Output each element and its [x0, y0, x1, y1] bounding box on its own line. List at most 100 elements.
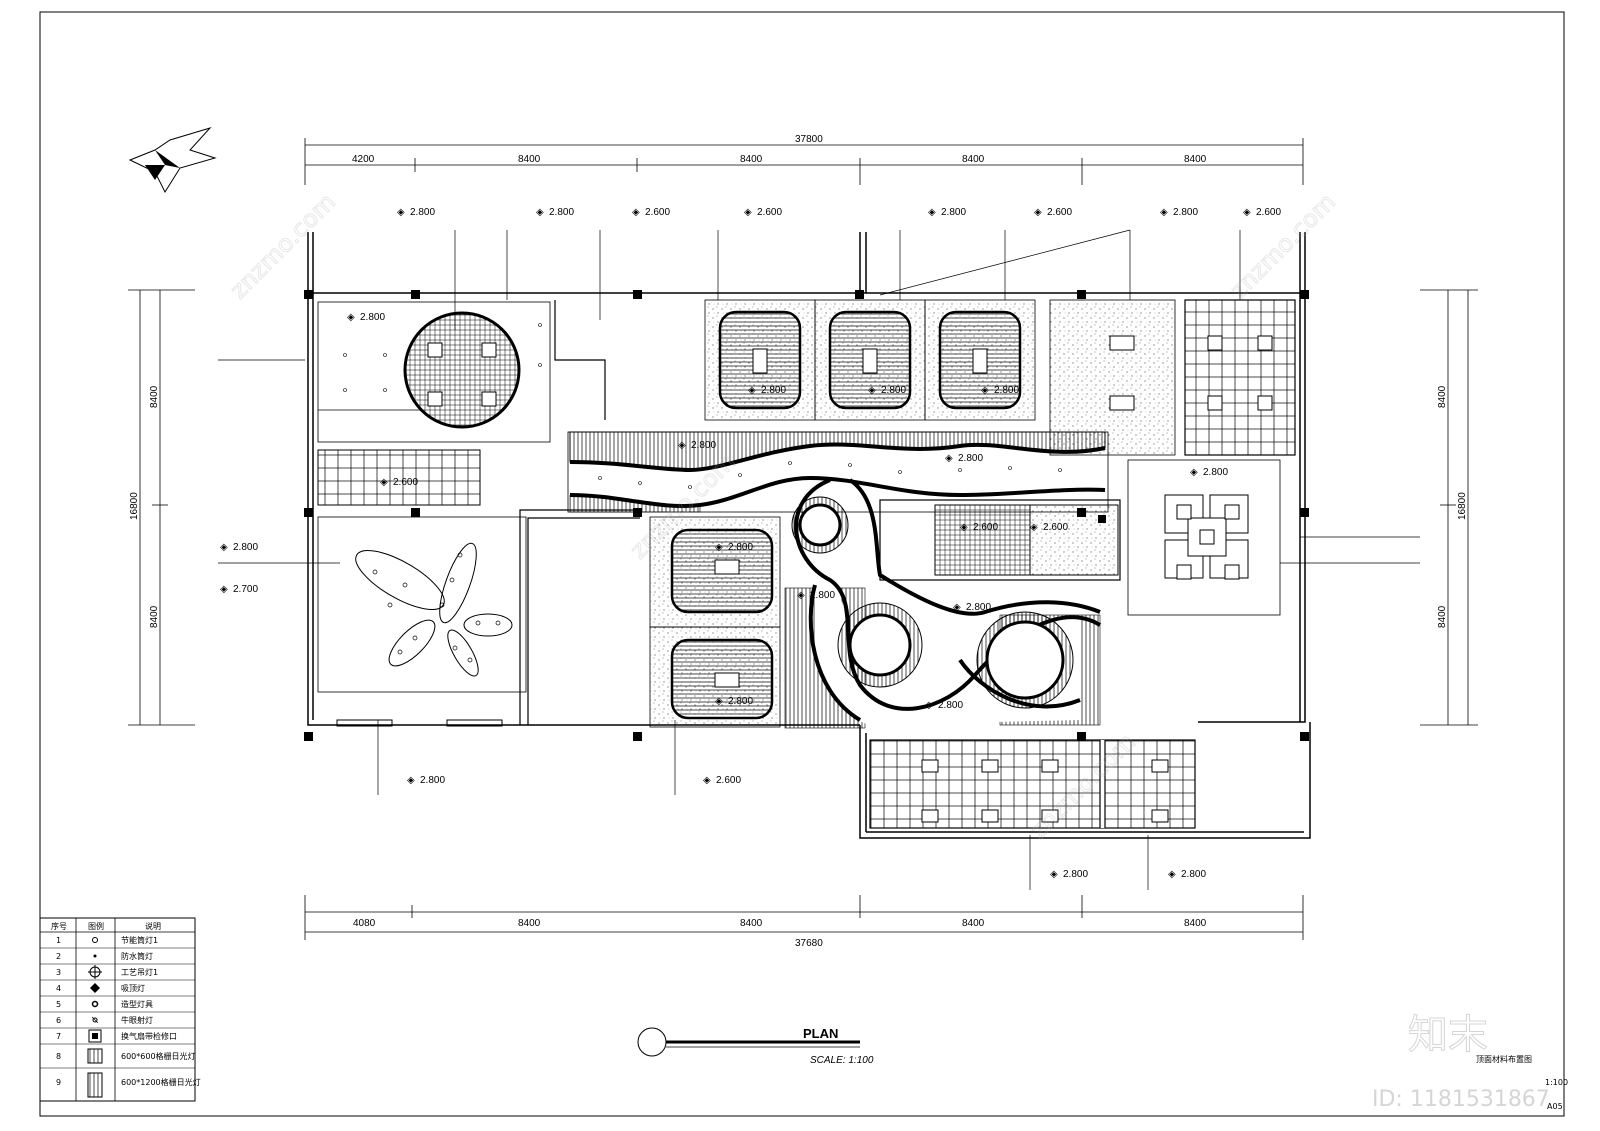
grid-ceiling-bottom: [869, 739, 1196, 829]
height-tag-bottom-2: ◈ 2.600: [703, 775, 741, 786]
svg-text:◈: ◈: [715, 542, 723, 553]
right-dim-2: 8400: [1437, 605, 1448, 628]
legend-row-desc: 600*600格栅日光灯: [121, 1051, 196, 1061]
scale-small: 1:100: [1545, 1078, 1568, 1087]
legend-row-desc: 600*1200格栅日光灯: [121, 1077, 201, 1087]
legend-row-no: 5: [56, 1000, 61, 1009]
height-tag-top-7: ◈ 2.800: [1160, 207, 1198, 218]
legend-row-no: 2: [56, 952, 61, 961]
svg-text:2.800: 2.800: [1063, 869, 1088, 880]
svg-text:◈: ◈: [925, 700, 933, 711]
grid-ceiling-left: [317, 449, 481, 506]
svg-text:◈: ◈: [928, 207, 936, 218]
watermark-site: znzmo.com: [1224, 188, 1341, 305]
room-round-ceiling: [317, 301, 551, 443]
right-dim-1: 8400: [1437, 385, 1448, 408]
exhaust-fan-icon: [88, 1029, 102, 1043]
left-total-dim: 16800: [129, 492, 140, 520]
room-stair: [879, 499, 1121, 581]
svg-text:2.800: 2.800: [233, 542, 258, 553]
bottom-dim-2: 8400: [518, 918, 541, 929]
height-tag-left-2: ◈ 2.700: [220, 584, 258, 595]
legend-row-no: 1: [56, 936, 61, 945]
svg-text:2.800: 2.800: [941, 207, 966, 218]
svg-text:2.800: 2.800: [549, 207, 574, 218]
height-tag-inner-11: ◈ 2.800: [797, 590, 835, 601]
svg-text:◈: ◈: [1034, 207, 1042, 218]
bottom-dim-3: 8400: [740, 918, 763, 929]
svg-text:2.800: 2.800: [410, 207, 435, 218]
svg-text:2.800: 2.800: [938, 700, 963, 711]
svg-text:◈: ◈: [380, 477, 388, 488]
pendant-lamp-icon: [88, 965, 102, 979]
north-arrow-icon: [128, 127, 217, 194]
waterproof-downlight-icon: [93, 954, 97, 958]
height-tag-inner-3: ◈ 2.800: [868, 385, 906, 396]
rooms-top-speckled: [704, 299, 1036, 421]
bottom-dim-4: 8400: [962, 918, 985, 929]
svg-text:◈: ◈: [1190, 467, 1198, 478]
svg-text:2.800: 2.800: [810, 590, 835, 601]
spotlight-icon: [91, 1016, 99, 1024]
legend-row-no: 6: [56, 1016, 61, 1025]
svg-text:◈: ◈: [703, 775, 711, 786]
height-tag-inner-8: ◈ 2.600: [1030, 522, 1068, 533]
bottom-dim-5: 8400: [1184, 918, 1207, 929]
downlight-icon: [92, 937, 98, 943]
svg-text:◈: ◈: [953, 602, 961, 613]
legend-row-no: 7: [56, 1032, 61, 1041]
svg-text:◈: ◈: [632, 207, 640, 218]
height-tag-bottom-1: ◈ 2.800: [407, 775, 445, 786]
watermark-site: znzmo.com: [224, 188, 341, 305]
legend-header-no: 序号: [51, 921, 67, 931]
svg-text:2.600: 2.600: [393, 477, 418, 488]
svg-text:2.800: 2.800: [728, 542, 753, 553]
left-dimension-chain: 16800 8400 8400: [128, 289, 195, 726]
legend-row-desc: 吸顶灯: [121, 983, 145, 993]
bottom-dimension-chain: 4080 8400 8400 8400 8400 37680: [304, 895, 1304, 949]
legend-row-no: 4: [56, 984, 61, 993]
structural-columns: [304, 290, 1309, 741]
height-tag-inner-2: ◈ 2.800: [748, 385, 786, 396]
svg-text:◈: ◈: [981, 385, 989, 396]
room-speckled-right: [1049, 299, 1176, 456]
legend-row-desc: 换气扇带检修口: [121, 1031, 177, 1041]
rooms-middle-speckled: [649, 516, 781, 728]
right-dimension-chain: 8400 8400 16800: [1420, 289, 1478, 726]
svg-text:2.600: 2.600: [645, 207, 670, 218]
svg-text:◈: ◈: [797, 590, 805, 601]
svg-text:◈: ◈: [1160, 207, 1168, 218]
top-dim-2: 8400: [518, 154, 541, 165]
svg-text:2.600: 2.600: [1047, 207, 1072, 218]
height-tag-inner-14: ◈ 2.600: [960, 522, 998, 533]
legend-row-no: 3: [56, 968, 61, 977]
height-tag-inner-6: ◈ 2.800: [678, 440, 716, 451]
height-tag-top-4: ◈ 2.600: [744, 207, 782, 218]
room-cross-fixture: [1127, 459, 1281, 616]
legend-table: 序号 图例 说明 1 2 3 4 5 6 7 8 9 节能筒灯1 防水筒灯 工艺…: [39, 917, 201, 1102]
legend-row-no: 8: [56, 1052, 61, 1061]
svg-text:◈: ◈: [868, 385, 876, 396]
top-dim-4: 8400: [962, 154, 985, 165]
height-tag-inner-7: ◈ 2.800: [945, 453, 983, 464]
svg-text:◈: ◈: [1243, 207, 1251, 218]
bottom-total-dim: 37680: [795, 938, 823, 949]
svg-text:2.800: 2.800: [1203, 467, 1228, 478]
legend-row-desc: 工艺吊灯1: [121, 967, 158, 977]
svg-text:◈: ◈: [1050, 869, 1058, 880]
height-tag-inner-10: ◈ 2.800: [715, 542, 753, 553]
height-tag-top-8: ◈ 2.600: [1243, 207, 1281, 218]
left-dim-2: 8400: [149, 605, 160, 628]
svg-text:◈: ◈: [1030, 522, 1038, 533]
right-total-dim: 16800: [1457, 492, 1468, 520]
grille-600x600-icon: [87, 1048, 103, 1064]
svg-text:2.800: 2.800: [728, 696, 753, 707]
center-partitions: [519, 300, 640, 725]
svg-text:◈: ◈: [960, 522, 968, 533]
grid-ceiling-top-right: [1184, 299, 1296, 456]
svg-text:2.800: 2.800: [761, 385, 786, 396]
legend-header-desc: 说明: [145, 921, 161, 931]
svg-text:2.800: 2.800: [420, 775, 445, 786]
height-tag-inner-5: ◈ 2.600: [380, 477, 418, 488]
